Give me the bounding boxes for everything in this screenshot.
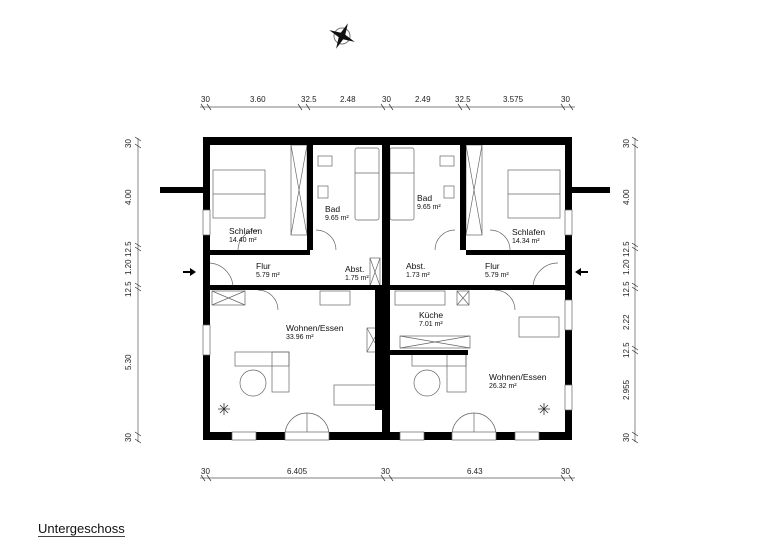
dim-label: 12.5 xyxy=(622,241,631,257)
dim-label: 30 xyxy=(201,95,210,104)
dim-label: 6.405 xyxy=(287,467,308,476)
room-name: Schlafen xyxy=(512,227,546,237)
dim-label: 2.22 xyxy=(622,314,631,330)
room-name: Bad xyxy=(325,204,341,214)
dim-label: 6.43 xyxy=(467,467,483,476)
room-area: 14.40 m² xyxy=(229,237,257,244)
room-area: 5.79 m² xyxy=(256,272,280,279)
entrance-arrow-icon xyxy=(183,268,588,276)
dim-label: 4.00 xyxy=(124,189,133,205)
drawing-title: Untergeschoss xyxy=(38,521,125,537)
dim-label: 1.20 xyxy=(622,259,631,275)
room-area: 14.34 m² xyxy=(512,238,540,245)
dim-label: 30 xyxy=(124,433,133,442)
dim-label: 12.5 xyxy=(124,281,133,297)
compass-rose-icon xyxy=(329,23,355,49)
dim-label: 30 xyxy=(622,139,631,148)
room-name: Bad xyxy=(417,193,433,203)
dim-label: 30 xyxy=(382,95,391,104)
dim-label: 12.5 xyxy=(622,342,631,358)
walls xyxy=(160,137,610,440)
plant-icon xyxy=(218,403,550,415)
room-name: Küche xyxy=(419,310,444,320)
room-name: Abst. xyxy=(345,264,365,274)
room-name: Schlafen xyxy=(229,226,263,236)
dim-label: 5.30 xyxy=(124,354,133,370)
dim-label: 2.955 xyxy=(622,379,631,400)
dim-label: 2.48 xyxy=(340,95,356,104)
room-area: 5.79 m² xyxy=(485,272,509,279)
dim-label: 32.5 xyxy=(301,95,317,104)
room-name: Flur xyxy=(256,261,271,271)
dim-label: 30 xyxy=(622,433,631,442)
room-area: 9.65 m² xyxy=(417,204,441,211)
room-area: 1.75 m² xyxy=(345,275,369,282)
room-area: 33.96 m² xyxy=(286,334,314,341)
dim-label: 30 xyxy=(561,95,570,104)
room-name: Wohnen/Essen xyxy=(489,372,547,382)
dim-label: 30 xyxy=(561,467,570,476)
dim-label: 30 xyxy=(201,467,210,476)
dim-label: 3.60 xyxy=(250,95,266,104)
dim-label: 30 xyxy=(381,467,390,476)
room-area: 26.32 m² xyxy=(489,383,517,390)
room-abst-right: Abst.1.73 m² xyxy=(406,262,430,280)
dim-label: 12.5 xyxy=(124,241,133,257)
room-name: Wohnen/Essen xyxy=(286,323,344,333)
room-abst-left: Abst.1.75 m² xyxy=(345,265,369,283)
dimension-lines xyxy=(134,103,639,482)
room-area: 7.01 m² xyxy=(419,321,443,328)
dim-label: 32.5 xyxy=(455,95,471,104)
dim-label: 30 xyxy=(124,139,133,148)
dim-label: 4.00 xyxy=(622,189,631,205)
dim-label: 1.20 xyxy=(124,259,133,275)
dim-label: 2.49 xyxy=(415,95,431,104)
room-name: Abst. xyxy=(406,261,426,271)
windows xyxy=(202,209,573,441)
room-name: Flur xyxy=(485,261,500,271)
room-area: 1.73 m² xyxy=(406,272,430,279)
dim-label: 3.575 xyxy=(503,95,524,104)
room-area: 9.65 m² xyxy=(325,215,349,222)
dim-label: 12.5 xyxy=(622,281,631,297)
